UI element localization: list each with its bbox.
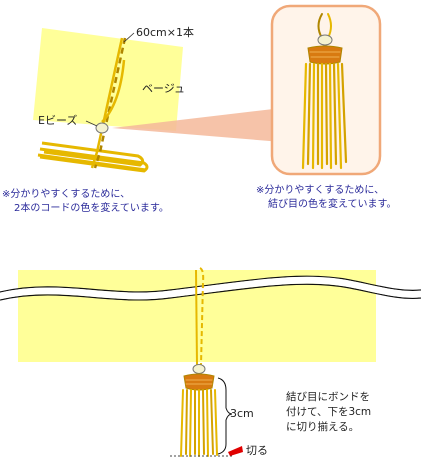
step1-note-line1: ※分かりやすくするために、 [2,189,131,200]
instruction-line3: に切り揃える。 [286,421,360,433]
step2-tassel [180,373,218,457]
instruction-line2: 付けて、下を3cm [286,406,372,418]
band-white-fill [0,276,421,300]
zoom-note-line2: 結び目の色を変えています。 [268,199,397,210]
folded-cord [37,141,149,173]
cord-label: 60cm×1本 [136,26,194,39]
zoom-note-line1: ※分かりやすくするために、 [256,185,385,196]
e-bead [95,122,109,134]
diagonal-cord [90,37,127,169]
cut-mark [228,446,243,456]
zoom-tassel [301,13,348,170]
cord-label-leader [123,32,135,43]
step2-cords [192,267,206,374]
step1-note-line2: 2本のコードの色を変えています。 [14,203,169,214]
paper-sheet [33,28,183,131]
length-label: 3cm [230,407,254,420]
bead-label: Eビーズ [38,114,78,127]
paper-label: ベージュ [142,82,186,95]
callout-arrow [112,108,282,142]
instruction-line1: 結び目にボンドを [286,391,370,403]
length-bracket [217,377,233,455]
cut-label: 切る [246,444,268,457]
bead-label-leader [85,120,98,127]
wavy-band [0,275,421,301]
